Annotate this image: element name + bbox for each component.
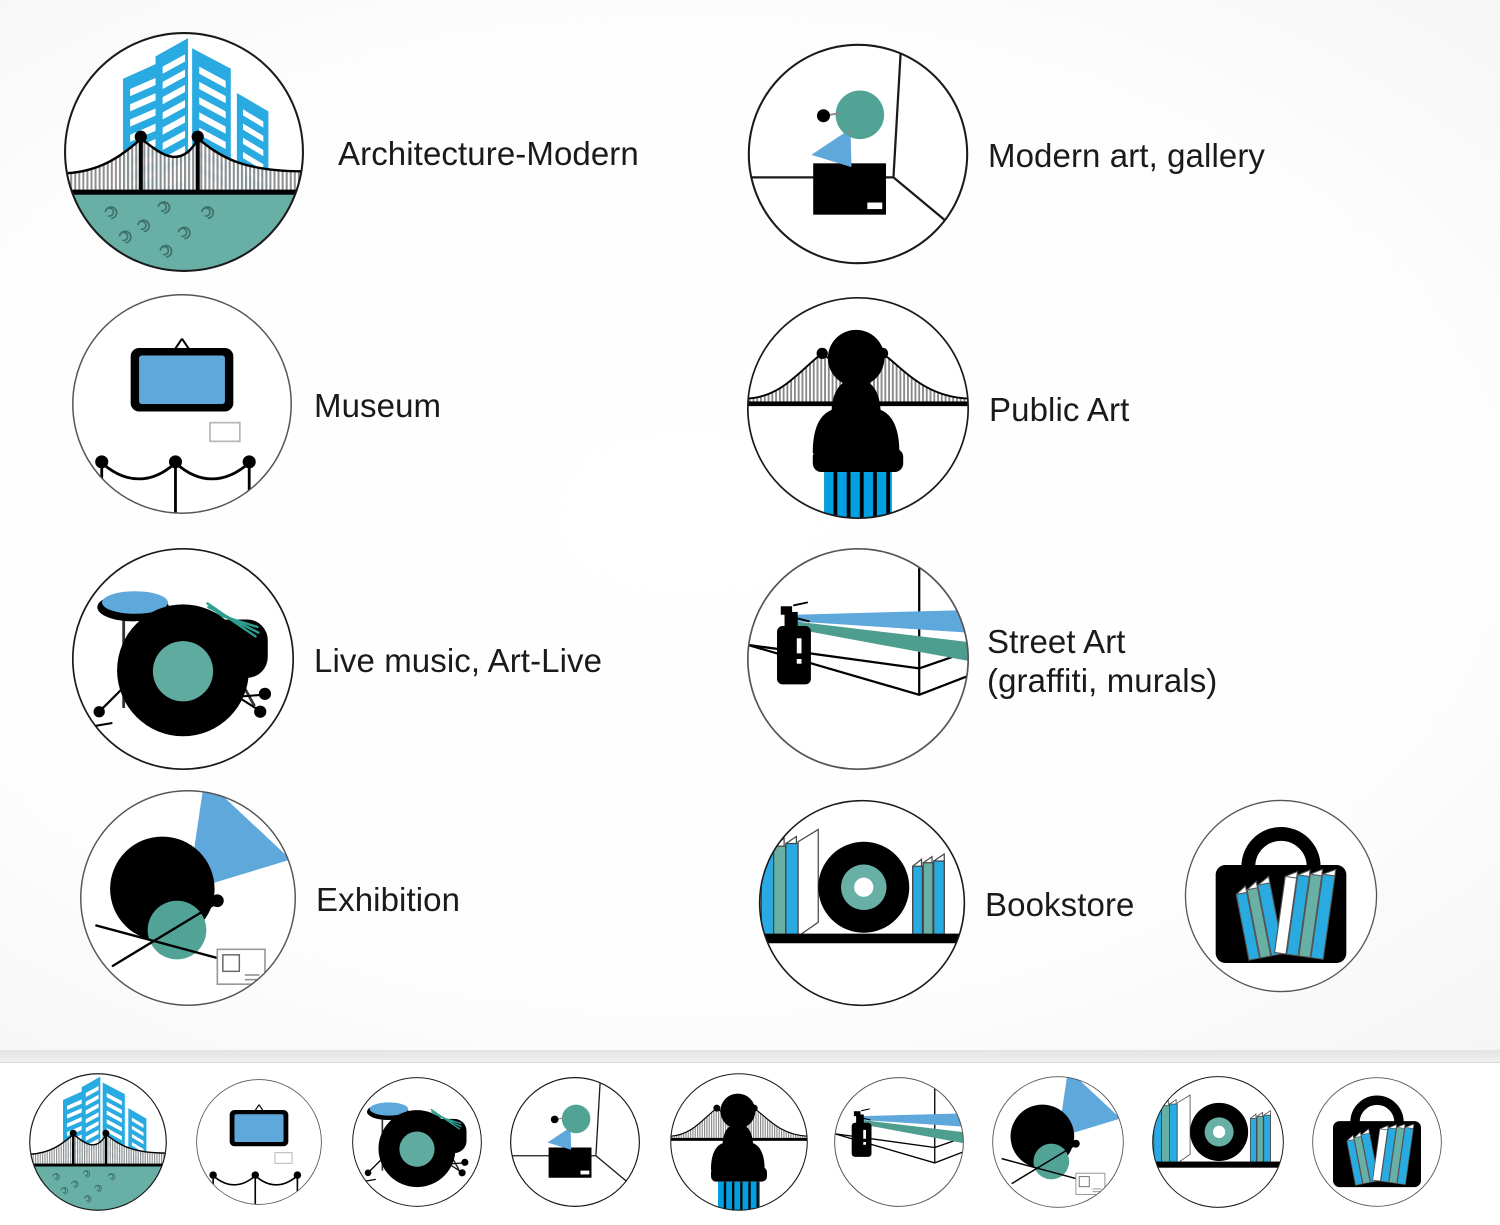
icon-item-modern-art-gallery[interactable]: Modern art, gallery bbox=[746, 42, 1265, 271]
thumb-bookstore[interactable] bbox=[1151, 1075, 1285, 1214]
icon-item-public-art[interactable]: Public Art bbox=[745, 295, 1129, 526]
icon-item-museum[interactable]: Museum bbox=[70, 292, 441, 521]
icon-board: Architecture-Modern Modern art, gallery … bbox=[0, 0, 1500, 1050]
thumb-architecture-modern[interactable] bbox=[28, 1072, 168, 1217]
filmstrip[interactable] bbox=[0, 1062, 1500, 1225]
icon-label-live-music: Live music, Art-Live bbox=[314, 642, 603, 680]
bookstore-icon[interactable] bbox=[757, 798, 967, 1013]
filmstrip-top-band bbox=[0, 1050, 1500, 1062]
museum-icon[interactable] bbox=[70, 292, 294, 521]
icon-item-exhibition[interactable]: Exhibition bbox=[78, 788, 460, 1013]
icon-label-museum: Museum bbox=[314, 387, 442, 425]
architecture-modern-icon[interactable] bbox=[62, 30, 306, 279]
thumb-modern-art-gallery[interactable] bbox=[509, 1076, 641, 1213]
book-bag-icon[interactable] bbox=[1183, 798, 1379, 999]
live-music-icon[interactable] bbox=[70, 546, 296, 777]
thumb-book-bag[interactable] bbox=[1311, 1076, 1443, 1213]
icon-item-book-bag[interactable] bbox=[1183, 798, 1393, 999]
street-art-icon[interactable] bbox=[745, 546, 971, 777]
icon-item-bookstore[interactable]: Bookstore bbox=[757, 798, 1134, 1013]
icon-label-bookstore: Bookstore bbox=[985, 886, 1135, 924]
icon-item-street-art[interactable]: Street Art (graffiti, murals) bbox=[745, 546, 1217, 777]
icon-item-live-music[interactable]: Live music, Art-Live bbox=[70, 546, 602, 777]
icon-label-modern-art-gallery: Modern art, gallery bbox=[988, 137, 1266, 175]
thumb-street-art[interactable] bbox=[833, 1076, 965, 1213]
public-art-icon[interactable] bbox=[745, 295, 971, 526]
thumb-exhibition[interactable] bbox=[991, 1075, 1125, 1214]
icon-label-exhibition: Exhibition bbox=[316, 881, 461, 919]
modern-art-gallery-icon[interactable] bbox=[746, 42, 970, 271]
thumb-public-art[interactable] bbox=[669, 1072, 809, 1217]
thumb-live-music[interactable] bbox=[351, 1076, 483, 1213]
icon-item-architecture-modern[interactable]: Architecture-Modern bbox=[62, 30, 639, 279]
icon-label-public-art: Public Art bbox=[989, 391, 1130, 429]
thumb-museum[interactable] bbox=[195, 1078, 323, 1211]
icon-label-street-art: Street Art (graffiti, murals) bbox=[987, 622, 1218, 699]
exhibition-icon[interactable] bbox=[78, 788, 298, 1013]
icon-label-architecture-modern: Architecture-Modern bbox=[338, 135, 639, 173]
